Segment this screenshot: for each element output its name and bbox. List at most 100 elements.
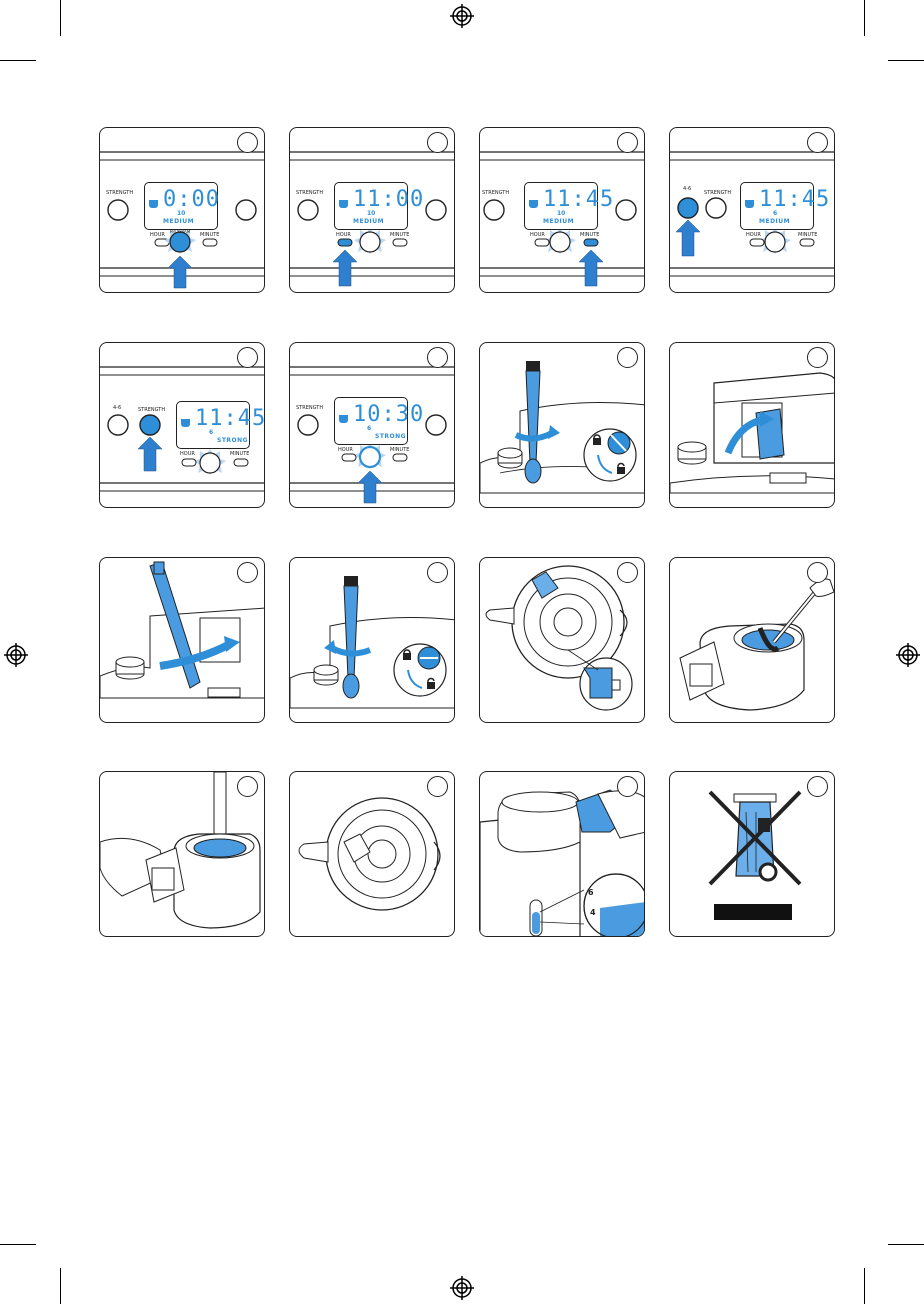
lcd-digits: 11:00 xyxy=(353,187,425,212)
crop-mark xyxy=(0,60,36,61)
step-panel-13 xyxy=(99,771,265,937)
cup-icon xyxy=(745,200,754,208)
step-panel-12 xyxy=(669,557,835,723)
step-panel-3: 11:45 10 MEDIUM STRENGTH HOUR MINUTE xyxy=(479,127,645,293)
step-number-circle xyxy=(617,562,638,583)
lcd-cups: 10 xyxy=(177,210,186,217)
gauge-four-label: 4 xyxy=(590,908,596,917)
control-panel-illustration xyxy=(670,151,834,277)
crop-mark xyxy=(60,1268,61,1304)
rinse-illustration xyxy=(100,772,261,929)
control-panel-illustration xyxy=(100,366,264,492)
crop-mark xyxy=(0,1244,36,1245)
cup-icon xyxy=(149,200,158,208)
step-panel-14 xyxy=(289,771,455,937)
minute-label: MINUTE xyxy=(230,451,250,457)
step-number-circle xyxy=(807,562,828,583)
cup-icon xyxy=(339,200,348,208)
step-number-circle xyxy=(807,776,828,797)
hour-label: HOUR xyxy=(336,232,351,238)
lcd-digits: 11:45 xyxy=(195,406,265,431)
open-lid-illustration xyxy=(670,372,834,494)
lcd-cups: 6 xyxy=(367,425,372,432)
step-number-circle xyxy=(427,776,448,797)
jug-lid-illustration xyxy=(485,565,633,711)
step-panel-15: 6 4 xyxy=(479,771,645,937)
filter-lock-illustration xyxy=(290,576,454,709)
control-panel-illustration xyxy=(290,151,454,287)
step-panel-1: 0:00 10 MEDIUM STRENGTH HOUR PROGRAM MIN… xyxy=(99,127,265,293)
remove-filter-illustration xyxy=(100,561,264,699)
lcd-display: 11:00 10 MEDIUM xyxy=(334,182,423,230)
hour-label: HOUR xyxy=(180,451,195,457)
control-panel-illustration xyxy=(100,151,264,289)
lcd-mode: MEDIUM xyxy=(543,218,575,225)
cup-icon xyxy=(181,419,190,427)
recycle-bin-crossed-icon xyxy=(708,790,802,920)
crop-mark xyxy=(888,60,924,61)
strength-label: STRENGTH xyxy=(296,405,324,411)
step-number-circle xyxy=(807,347,828,368)
minute-label: MINUTE xyxy=(200,232,220,238)
registration-mark-icon xyxy=(896,643,920,667)
hour-label: HOUR xyxy=(530,232,545,238)
lcd-digits: 11:45 xyxy=(759,187,831,212)
registration-mark-icon xyxy=(450,4,474,28)
lcd-mode: MEDIUM xyxy=(353,218,385,225)
step-panel-8 xyxy=(669,342,835,508)
step-number-circle xyxy=(617,347,638,368)
lcd-digits: 11:45 xyxy=(543,187,615,212)
lcd-display: 10:30 6 STRONG xyxy=(334,397,423,445)
jug-top-illustration xyxy=(298,797,441,911)
step-number-circle xyxy=(237,562,258,583)
step-panel-9 xyxy=(99,557,265,723)
lcd-digits: 10:30 xyxy=(353,402,425,427)
step-panel-10 xyxy=(289,557,455,723)
control-panel-illustration xyxy=(480,151,644,287)
control-panel-illustration xyxy=(290,366,454,504)
lcd-display: 0:00 10 MEDIUM xyxy=(144,182,220,230)
hour-label: HOUR xyxy=(150,232,165,238)
step-number-circle xyxy=(237,132,258,153)
strength-label: STRENGTH xyxy=(482,190,510,196)
step-number-circle xyxy=(617,132,638,153)
minute-label: MINUTE xyxy=(390,447,410,453)
crop-mark xyxy=(60,0,61,36)
lcd-mode: STRONG xyxy=(375,433,407,440)
lcd-mode: MEDIUM xyxy=(759,218,791,225)
step-number-circle xyxy=(237,347,258,368)
registration-mark-icon xyxy=(450,1276,474,1300)
cups-label: 4-6 xyxy=(683,186,692,192)
minute-label: MINUTE xyxy=(580,232,600,238)
lcd-cups: 10 xyxy=(367,210,376,217)
strength-label: STRENGTH xyxy=(106,190,134,196)
lcd-display: 11:45 6 STRONG xyxy=(176,401,264,449)
step-number-circle xyxy=(237,776,258,797)
registration-mark-icon xyxy=(4,643,28,667)
program-label: PROGRAM xyxy=(170,229,191,234)
strength-label: STRENGTH xyxy=(296,190,324,196)
lcd-display: 11:45 6 MEDIUM xyxy=(740,182,829,230)
lcd-cups: 6 xyxy=(209,429,214,436)
lcd-mode: STRONG xyxy=(217,437,249,444)
minute-label: MINUTE xyxy=(798,232,818,238)
step-panel-2: 11:00 10 MEDIUM STRENGTH HOUR MINUTE xyxy=(289,127,455,293)
cups-label: 4-6 xyxy=(113,405,122,411)
step-panel-4: 11:45 6 MEDIUM 4-6 STRENGTH HOUR MINUTE xyxy=(669,127,835,293)
strength-label: STRENGTH xyxy=(138,407,166,413)
crop-mark xyxy=(864,0,865,36)
crop-mark xyxy=(888,1244,924,1245)
minute-label: MINUTE xyxy=(390,232,410,238)
fill-water-illustration xyxy=(480,789,644,936)
step-panel-11 xyxy=(479,557,645,723)
gauge-six-label: 6 xyxy=(588,888,594,897)
lcd-display: 11:45 10 MEDIUM xyxy=(524,182,613,230)
lcd-digits: 0:00 xyxy=(163,187,220,212)
cup-icon xyxy=(529,200,538,208)
lcd-cups: 10 xyxy=(557,210,566,217)
step-panel-5: 11:45 6 STRONG 4-6 STRENGTH HOUR MINUTE xyxy=(99,342,265,508)
step-panel-16 xyxy=(669,771,835,937)
filter-unlock-illustration xyxy=(480,361,644,494)
step-panel-6: 10:30 6 STRONG STRENGTH HOUR MINUTE xyxy=(289,342,455,508)
step-number-circle xyxy=(427,562,448,583)
